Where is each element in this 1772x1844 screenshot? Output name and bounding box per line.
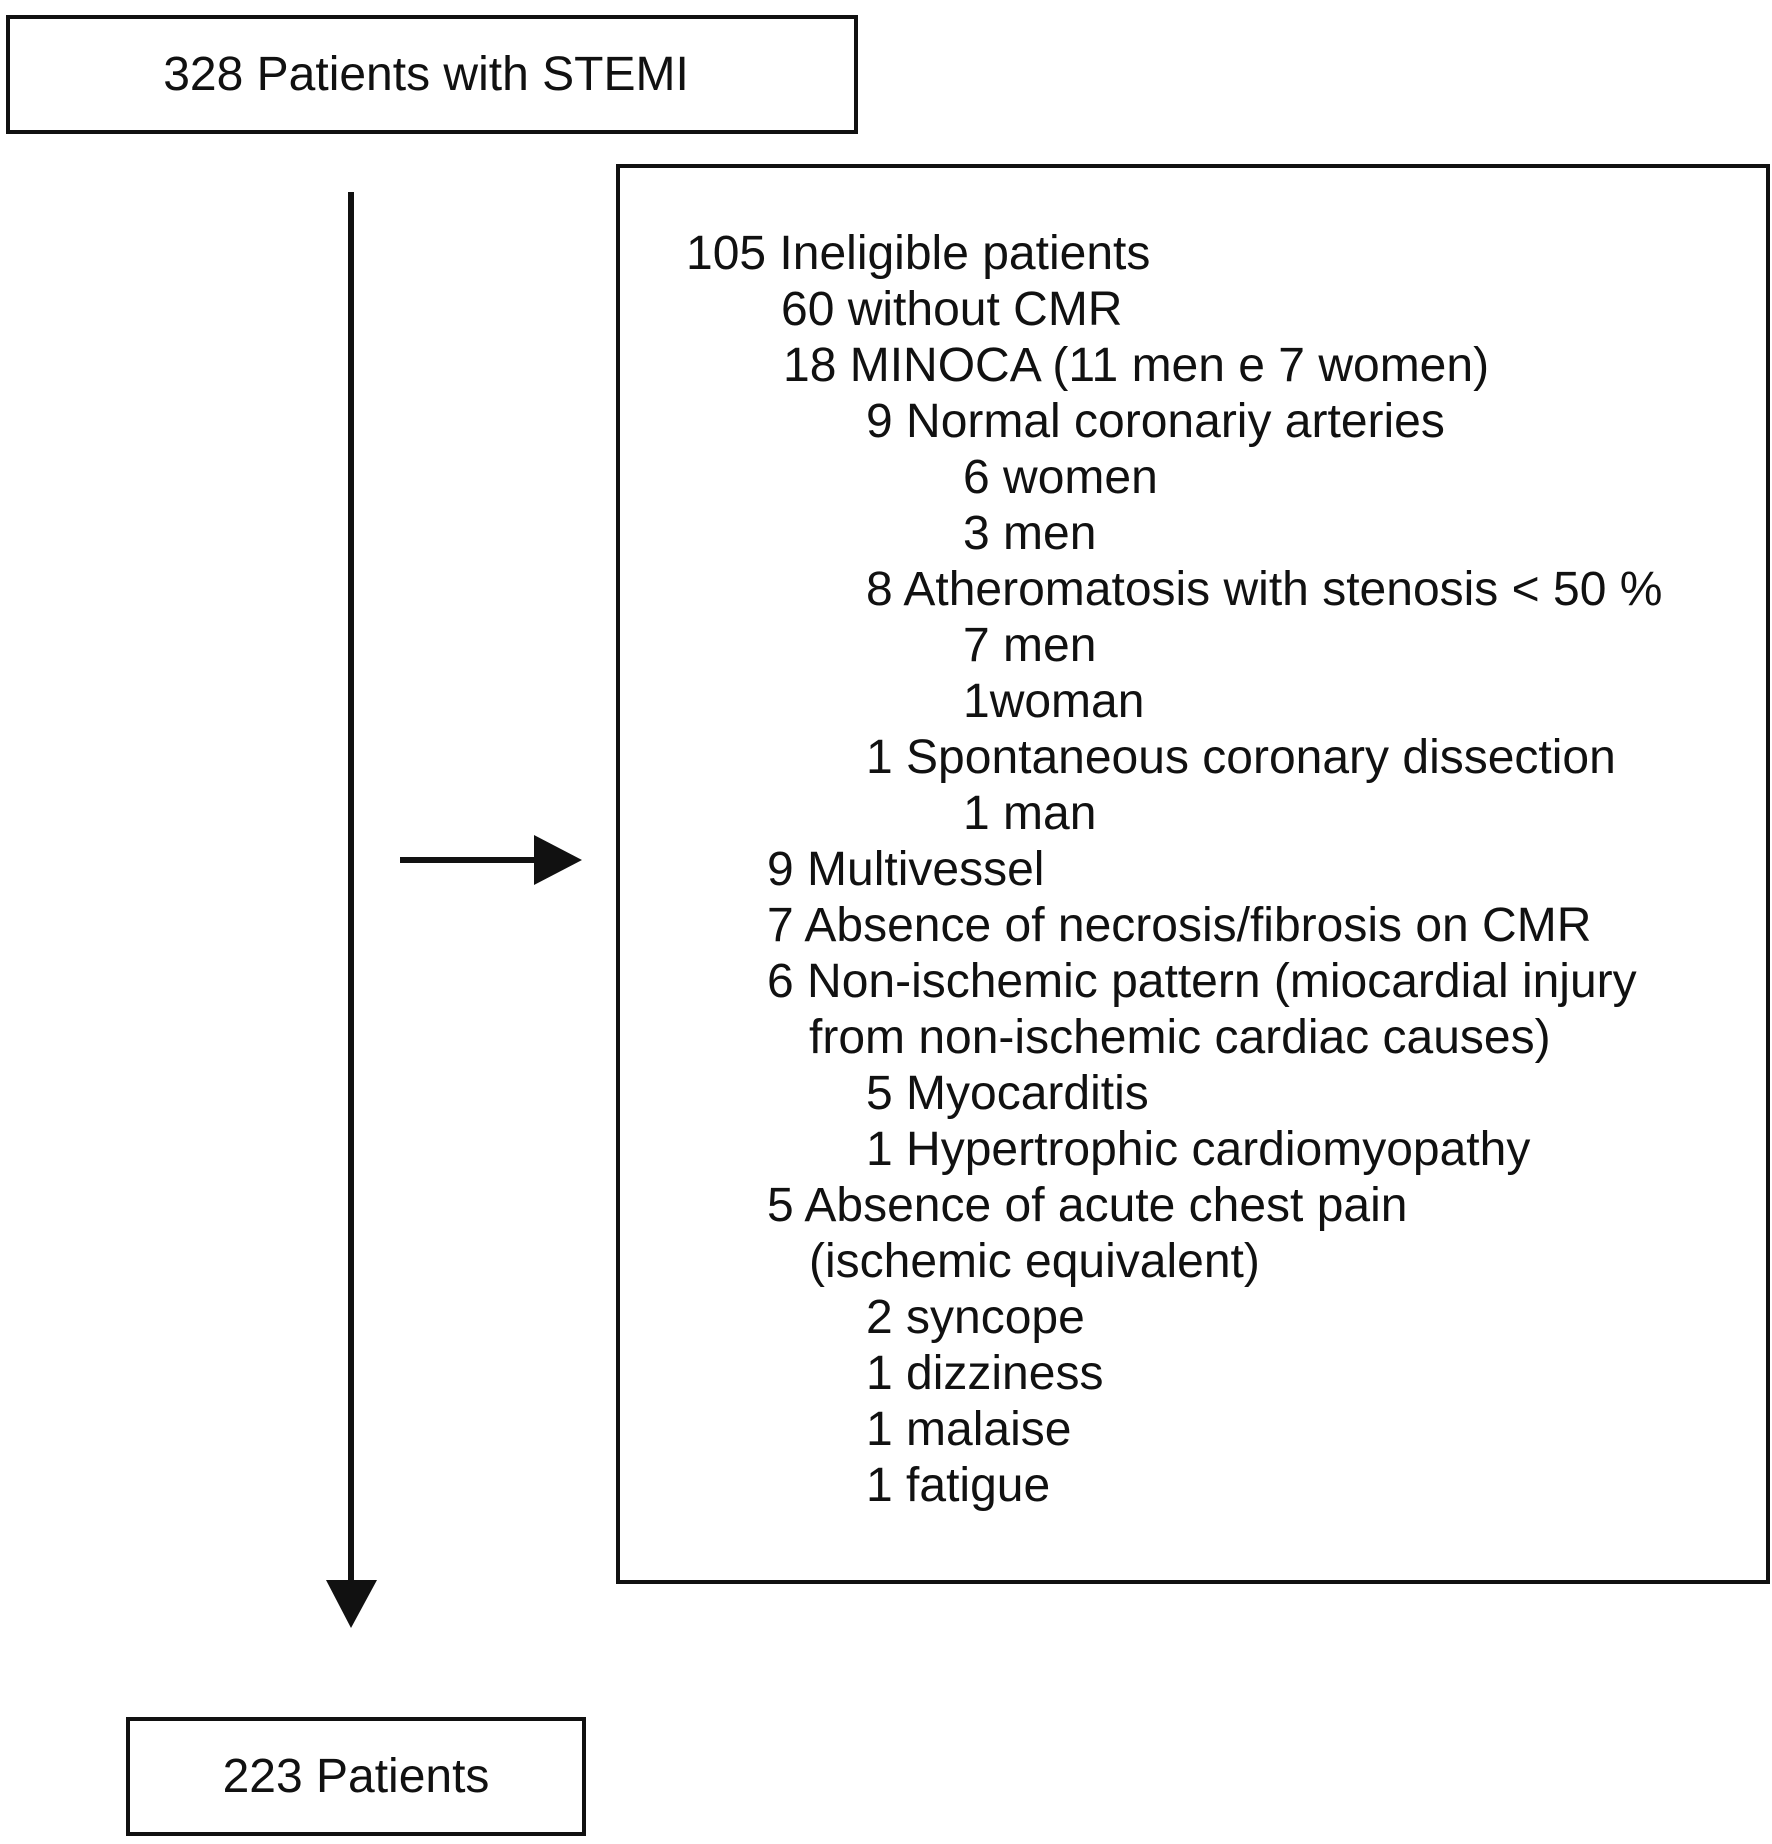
exclusion-line-multivessel: 9 Multivessel bbox=[767, 843, 1045, 896]
exclusion-line-non-ischemic: 6 Non-ischemic pattern (miocardial injur… bbox=[767, 955, 1637, 1008]
exclusion-line-dissection: 1 Spontaneous coronary dissection bbox=[866, 731, 1616, 784]
exclusion-line-hypertrophic: 1 Hypertrophic cardiomyopathy bbox=[866, 1123, 1531, 1176]
down-arrowhead-icon bbox=[326, 1580, 377, 1628]
exclusion-line-minoca: 18 MINOCA (11 men e 7 women) bbox=[783, 339, 1490, 392]
bottom-box-patients: 223 Patients bbox=[126, 1717, 586, 1836]
exclusion-line-syncope: 2 syncope bbox=[866, 1291, 1085, 1344]
exclusion-line-atheromatosis: 8 Atheromatosis with stenosis < 50 % bbox=[866, 563, 1663, 616]
exclusion-line-without-cmr: 60 without CMR bbox=[781, 283, 1123, 336]
exclusion-line-malaise: 1 malaise bbox=[866, 1403, 1072, 1456]
exclusion-line-normal-coronary: 9 Normal coronariy arteries bbox=[866, 395, 1445, 448]
exclusion-line-absence-chest-pain: 5 Absence of acute chest pain bbox=[767, 1179, 1408, 1232]
right-arrowhead-icon bbox=[534, 835, 582, 885]
exclusion-line-non-ischemic-cont: from non-ischemic cardiac causes) bbox=[809, 1011, 1551, 1064]
top-box-label: 328 Patients with STEMI bbox=[163, 48, 689, 101]
exclusion-line-atheromatosis-woman: 1woman bbox=[963, 675, 1145, 728]
exclusion-line-atheromatosis-men: 7 men bbox=[963, 619, 1097, 672]
exclusion-line-ineligible: 105 Ineligible patients bbox=[686, 227, 1151, 280]
exclusion-line-myocarditis: 5 Myocarditis bbox=[866, 1067, 1149, 1120]
bottom-box-label: 223 Patients bbox=[222, 1750, 490, 1803]
exclusion-line-normal-women: 6 women bbox=[963, 451, 1158, 504]
exclusion-box: 105 Ineligible patients 60 without CMR 1… bbox=[616, 164, 1770, 1584]
exclusion-line-dissection-man: 1 man bbox=[963, 787, 1097, 840]
exclusion-line-absence-necrosis: 7 Absence of necrosis/fibrosis on CMR bbox=[767, 899, 1592, 952]
exclusion-line-normal-men: 3 men bbox=[963, 507, 1097, 560]
exclusion-line-dizziness: 1 dizziness bbox=[866, 1347, 1104, 1400]
exclusion-line-fatigue: 1 fatigue bbox=[866, 1459, 1051, 1512]
top-box-patients-with-stemi: 328 Patients with STEMI bbox=[6, 15, 858, 134]
exclusion-line-ischemic-equivalent: (ischemic equivalent) bbox=[809, 1235, 1260, 1288]
